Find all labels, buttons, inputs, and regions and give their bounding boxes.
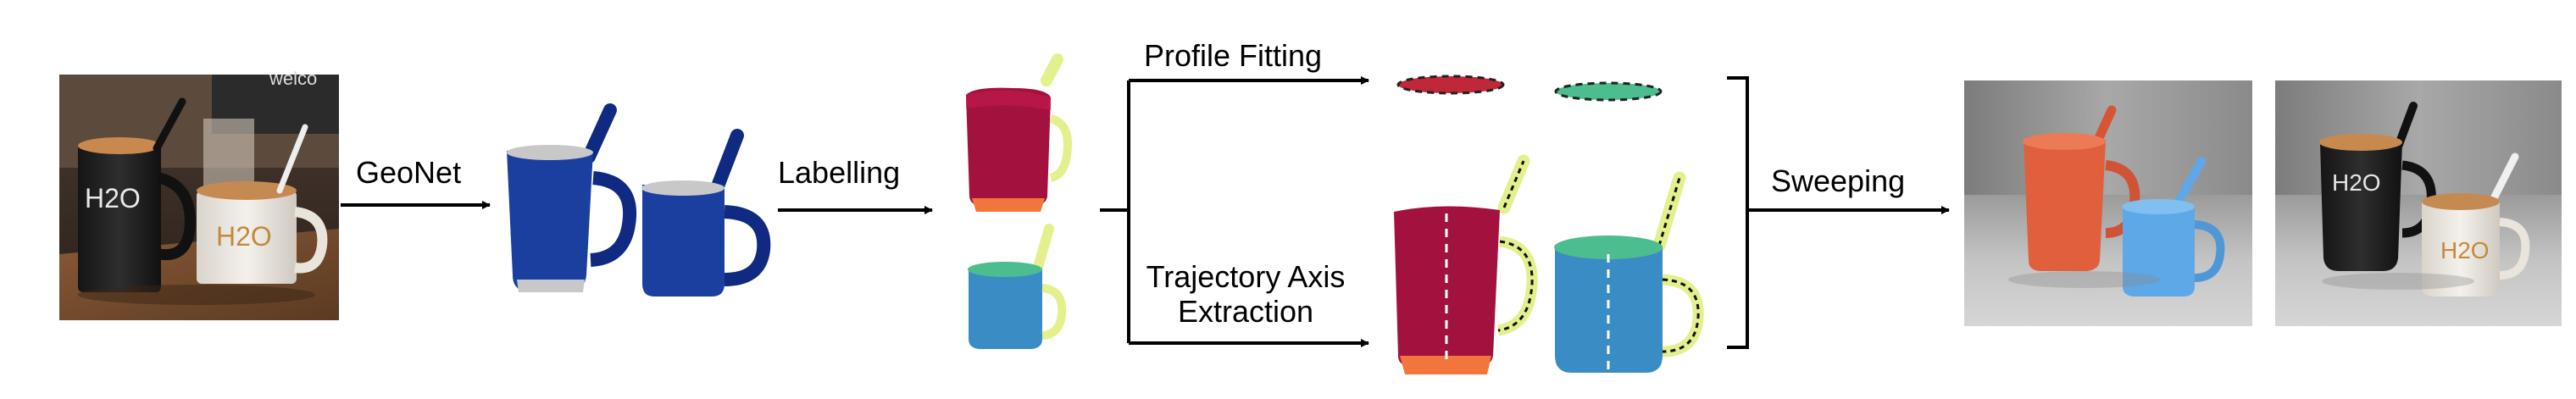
labelling-label: Labelling <box>778 155 901 190</box>
merge-bracket <box>1727 76 1950 349</box>
profile-fitting-label: Profile Fitting <box>1144 38 1323 73</box>
render-textured: H2O H2O <box>2275 80 2562 326</box>
input-photo <box>59 75 339 320</box>
sign-text: welco <box>269 68 317 89</box>
branch-connector <box>1100 76 1369 347</box>
mug1-brand: H2O <box>85 183 141 213</box>
render-primitives <box>1964 80 2252 326</box>
profile-ellipses <box>1396 75 1663 102</box>
mug2-brand: H2O <box>216 221 272 252</box>
trajectory-label-line2: Extraction <box>1177 294 1314 330</box>
labelled-parts <box>966 53 1073 349</box>
sweeping-label: Sweeping <box>1771 163 1906 198</box>
trajectory-label: Trajectory Axis Extraction <box>1119 259 1373 330</box>
geonet-label: GeoNet <box>356 155 462 190</box>
svg-text:H2O: H2O <box>2332 169 2381 196</box>
geonet-mesh <box>507 103 771 296</box>
trajectory-label-line1: Trajectory Axis <box>1146 259 1346 294</box>
trajectory-parts <box>1394 154 1704 374</box>
svg-text:H2O: H2O <box>2440 237 2490 263</box>
